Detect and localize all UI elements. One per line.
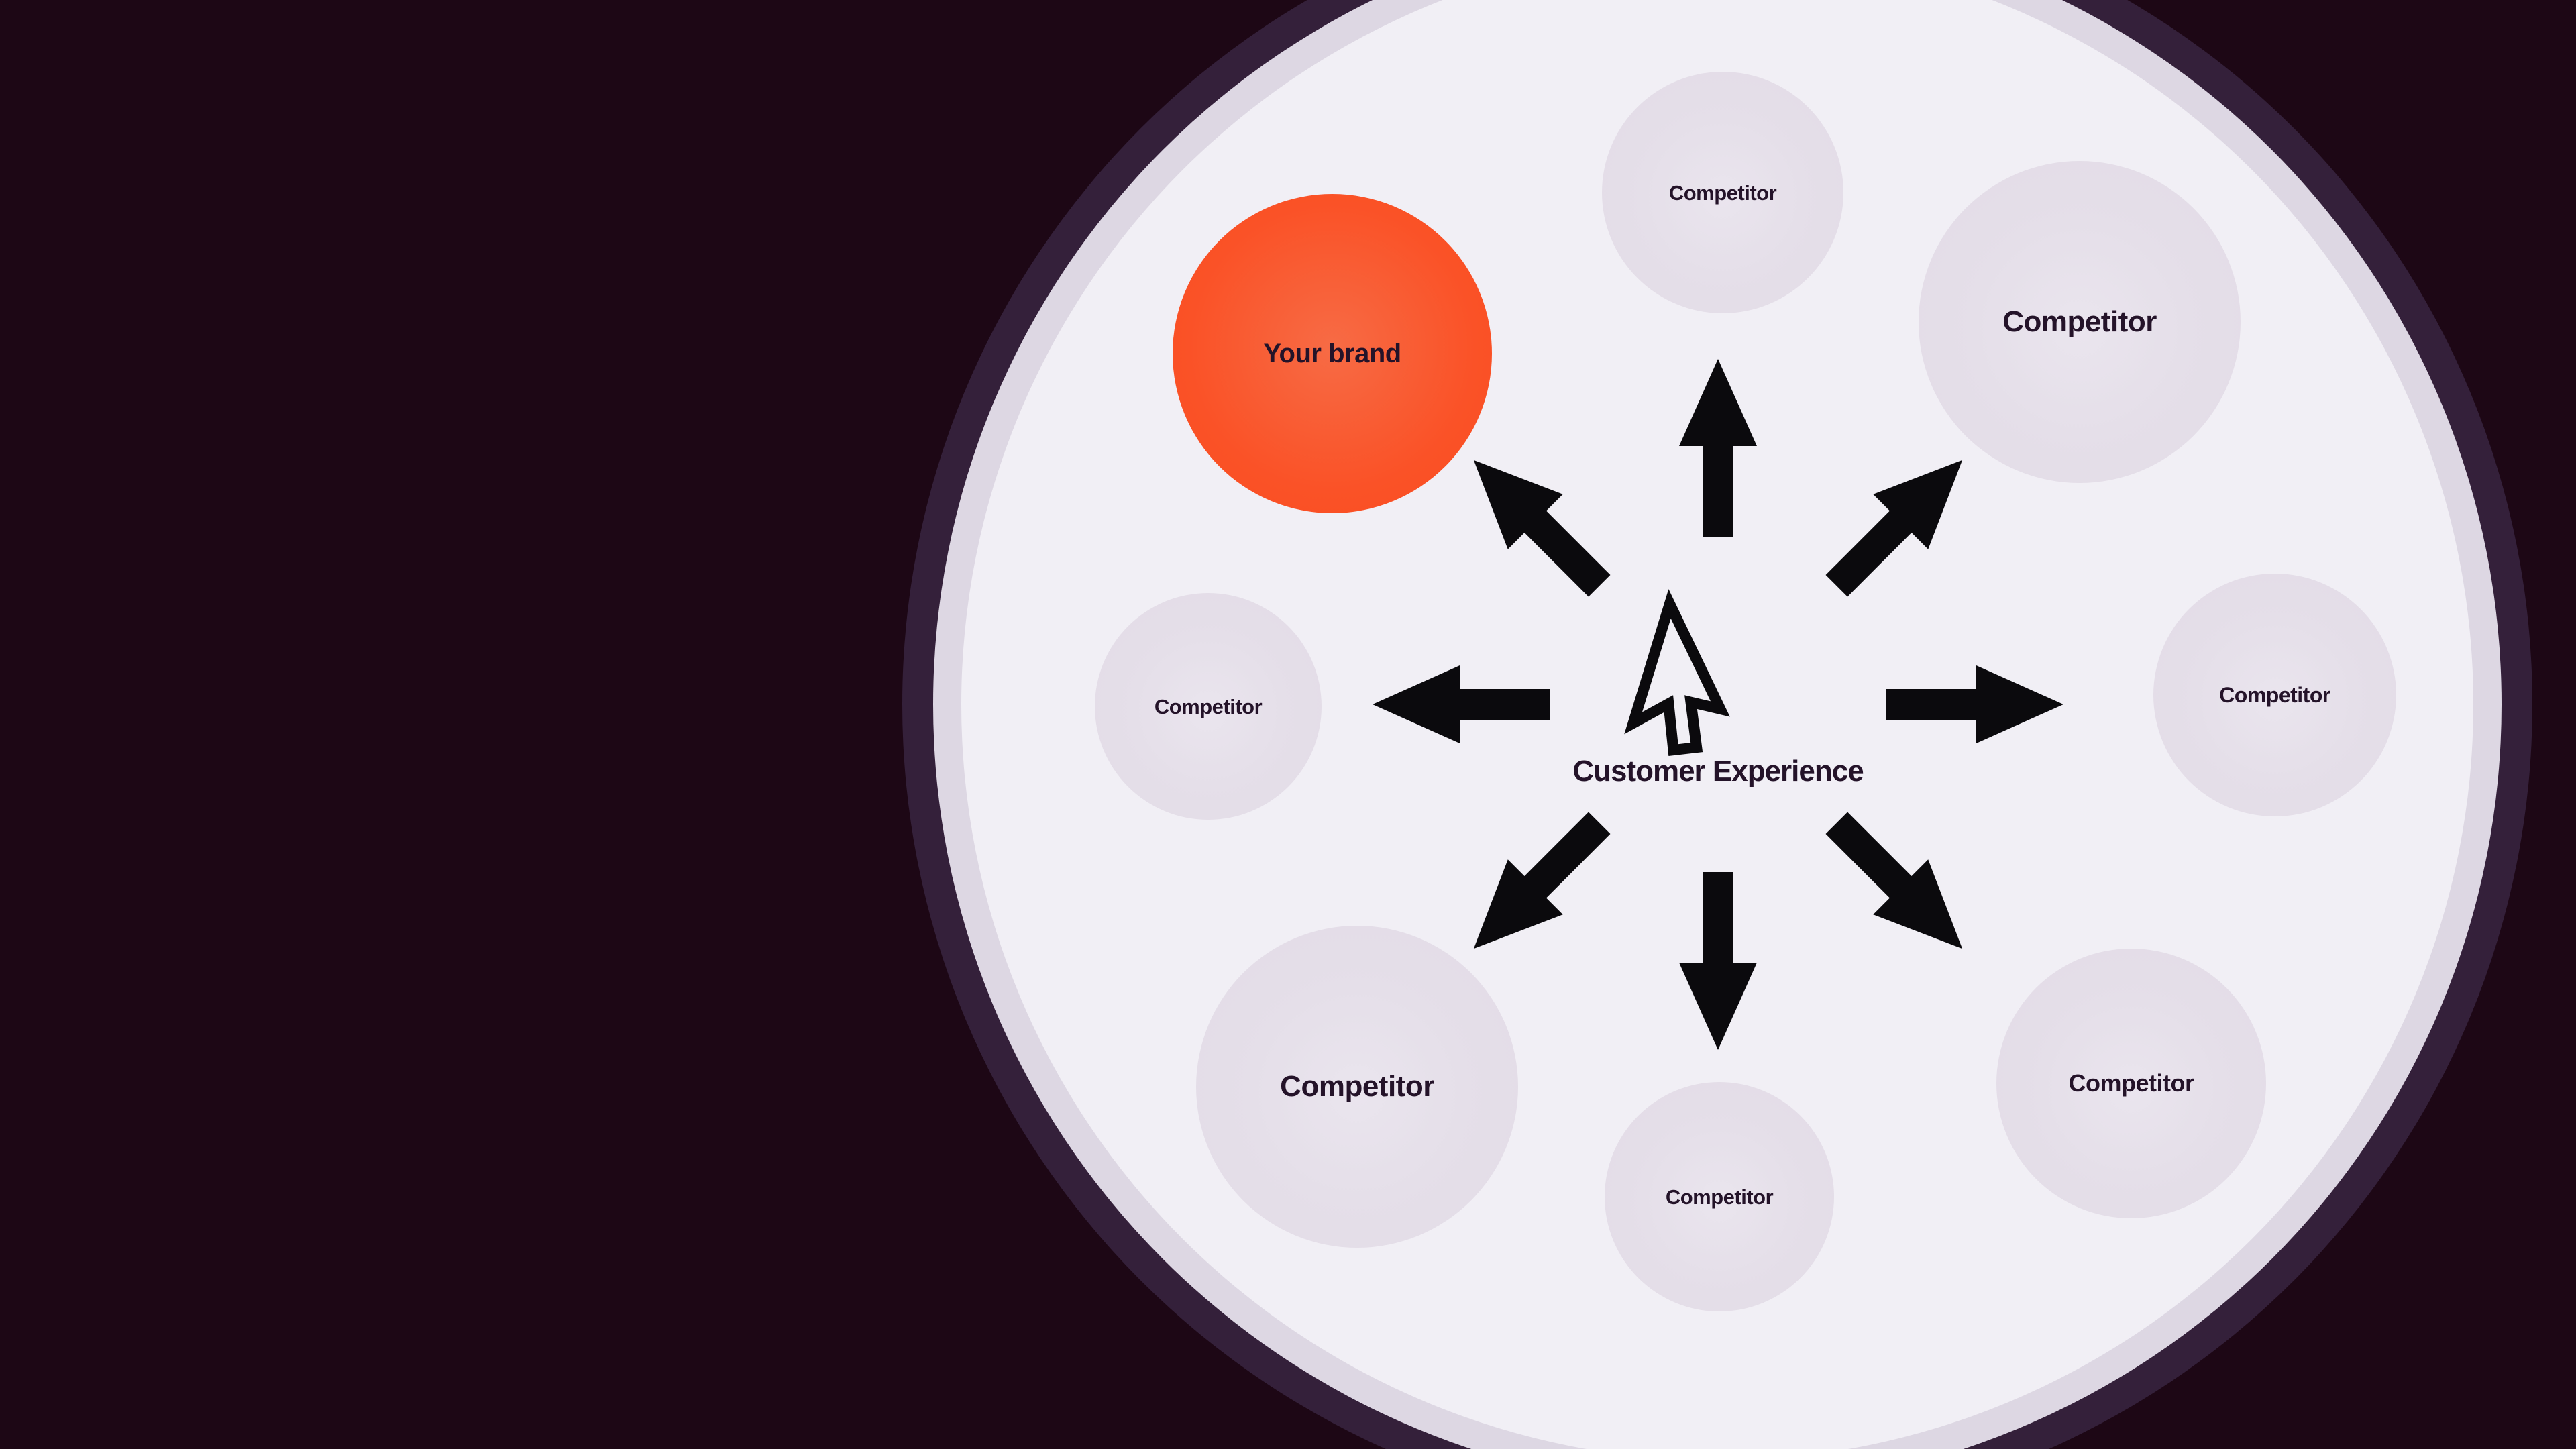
competitor-top-node: Competitor	[1602, 72, 1843, 313]
competitor-bottom-left-label: Competitor	[1280, 1070, 1434, 1103]
competitor-bottom-label: Competitor	[1665, 1185, 1774, 1209]
competitor-bottom-right-node: Competitor	[1996, 949, 2266, 1218]
competitor-bottom-left-node: Competitor	[1196, 926, 1518, 1248]
competitor-right-label: Competitor	[2219, 683, 2330, 707]
competitor-bottom-right-label: Competitor	[2068, 1069, 2195, 1097]
competitor-top-label: Competitor	[1668, 180, 1777, 205]
competitor-left-node: Competitor	[1095, 593, 1322, 820]
competitor-left-label: Competitor	[1154, 694, 1263, 718]
competitor-top-right-node: Competitor	[1919, 161, 2241, 483]
competitor-top-right-label: Competitor	[2002, 305, 2157, 338]
competitor-bottom-node: Competitor	[1605, 1082, 1834, 1311]
center-label: Customer Experience	[1572, 755, 1864, 788]
your-brand-node: Your brand	[1173, 194, 1492, 513]
competitor-right-node: Competitor	[2153, 574, 2396, 816]
your-brand-label: Your brand	[1263, 339, 1401, 368]
